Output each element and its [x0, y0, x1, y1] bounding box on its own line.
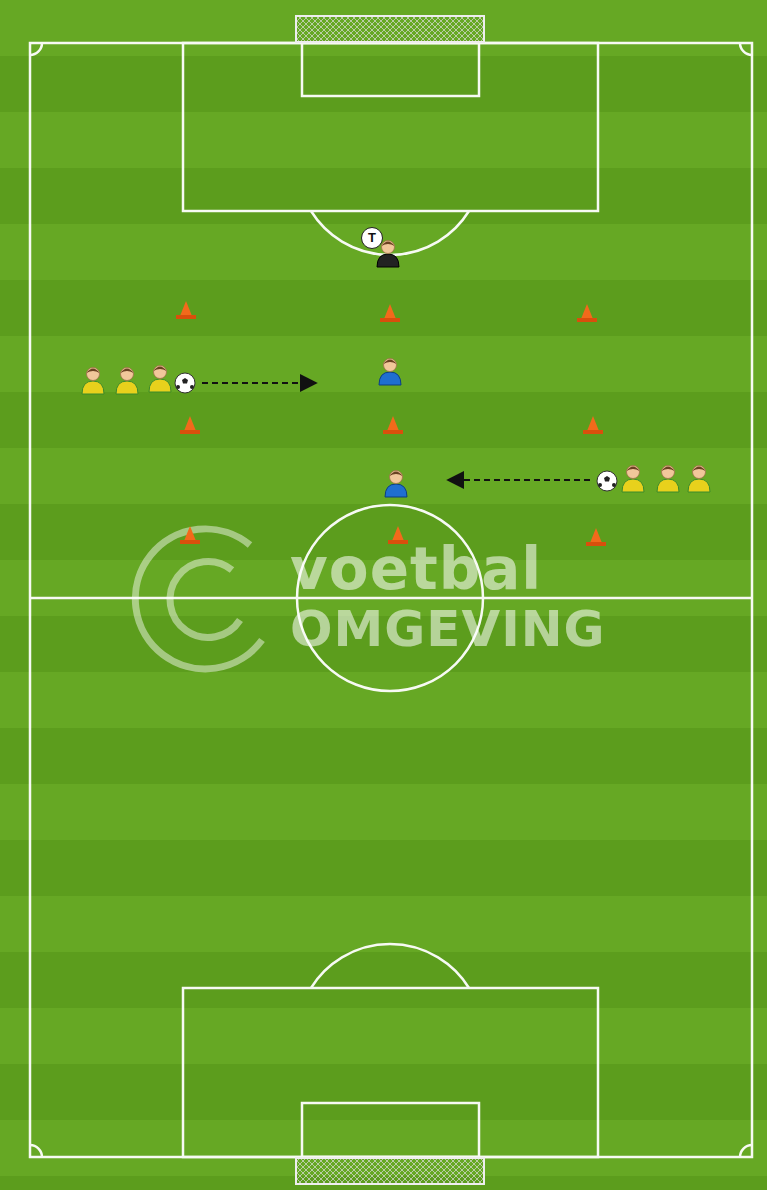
watermark-text: voetbal — [290, 535, 542, 603]
player-hair — [384, 360, 397, 365]
cone — [577, 304, 597, 322]
ball — [597, 471, 617, 491]
ball-patch — [612, 483, 616, 487]
ball-patch — [176, 385, 180, 389]
player-shirt — [385, 484, 407, 497]
cone-body — [184, 416, 196, 431]
grass-stripe — [0, 112, 767, 168]
player — [149, 366, 171, 393]
player-shirt — [377, 254, 399, 267]
ball-patch — [182, 378, 188, 384]
ball-patch — [190, 385, 194, 389]
cone — [380, 304, 400, 322]
player-shirt — [657, 479, 679, 492]
player-head — [390, 471, 403, 484]
player — [116, 368, 138, 395]
player-head — [87, 368, 100, 381]
watermark-text: OMGEVING — [290, 600, 606, 658]
cone-base — [583, 430, 603, 434]
player-head — [693, 466, 706, 479]
player-hair — [87, 369, 100, 374]
cone-body — [581, 304, 593, 319]
grass-stripe — [0, 1008, 767, 1064]
player — [688, 466, 710, 493]
cone-base — [176, 315, 196, 319]
ball — [175, 373, 195, 393]
cone-base — [180, 540, 200, 544]
player-shirt — [82, 381, 104, 394]
cone — [583, 416, 603, 434]
cone-base — [586, 542, 606, 546]
player — [622, 466, 644, 493]
ball-patch — [598, 483, 602, 487]
cone — [176, 301, 196, 319]
player-hair — [627, 467, 640, 472]
player-hair — [121, 369, 134, 374]
player-head — [384, 359, 397, 372]
player-hair — [693, 467, 706, 472]
ball-body — [597, 471, 617, 491]
player — [379, 359, 401, 386]
player-shirt — [149, 379, 171, 392]
player-head — [154, 366, 167, 379]
cone — [180, 526, 200, 544]
player — [82, 368, 104, 395]
cone-base — [180, 430, 200, 434]
cone-base — [380, 318, 400, 322]
grass-stripe — [0, 672, 767, 728]
grass-stripe — [0, 336, 767, 392]
cone-body — [590, 528, 602, 543]
player-hair — [390, 472, 403, 477]
player-shirt — [116, 381, 138, 394]
player-shirt — [379, 372, 401, 385]
grass-stripe — [0, 224, 767, 280]
ball-body — [175, 373, 195, 393]
cone-body — [387, 416, 399, 431]
player — [657, 466, 679, 493]
grass-stripe — [0, 0, 767, 56]
cone — [180, 416, 200, 434]
cone-body — [180, 301, 192, 316]
player-head — [121, 368, 134, 381]
player-head — [662, 466, 675, 479]
cone — [383, 416, 403, 434]
cone-body — [587, 416, 599, 431]
trainer-badge: T — [361, 227, 383, 249]
cone-base — [577, 318, 597, 322]
cone-base — [383, 430, 403, 434]
cone-body — [184, 526, 196, 541]
cone-body — [384, 304, 396, 319]
player — [385, 471, 407, 498]
ball-patch — [604, 476, 610, 482]
player-shirt — [622, 479, 644, 492]
player-head — [627, 466, 640, 479]
player-hair — [382, 242, 395, 247]
grass-stripe — [0, 448, 767, 504]
cone — [586, 528, 606, 546]
grass-stripe — [0, 784, 767, 840]
player-head — [382, 241, 395, 254]
player-hair — [662, 467, 675, 472]
player-shirt — [688, 479, 710, 492]
player-hair — [154, 367, 167, 372]
